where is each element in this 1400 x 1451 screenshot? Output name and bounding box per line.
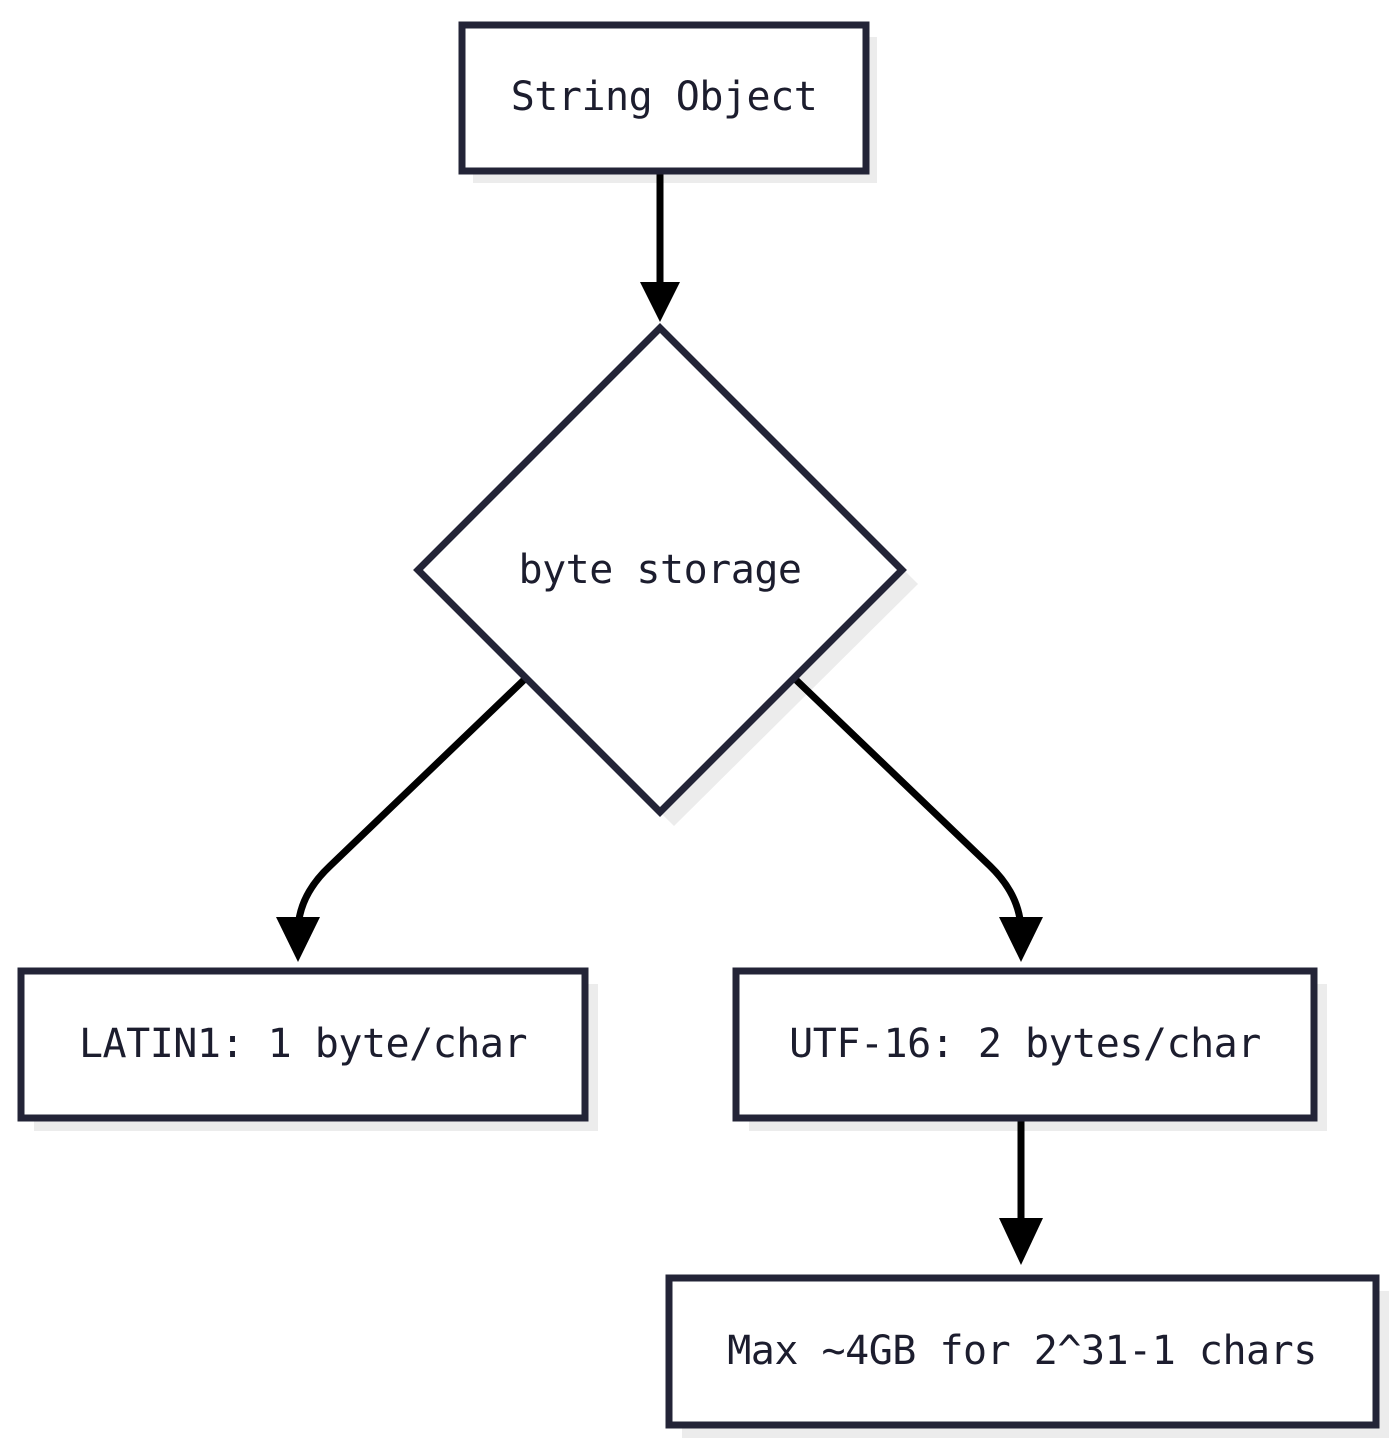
- node-string-object-label: String Object: [511, 74, 818, 120]
- node-byte-storage-label: byte storage: [519, 547, 802, 593]
- edge-byte-storage-to-utf16: [790, 674, 1043, 962]
- node-utf16[interactable]: UTF-16: 2 bytes/char: [732, 967, 1318, 1122]
- node-max-size-label: Max ~4GB for 2^31-1 chars: [727, 1328, 1317, 1374]
- node-utf16-label: UTF-16: 2 bytes/char: [789, 1021, 1261, 1067]
- edge-utf16-to-max-size: [999, 1117, 1043, 1265]
- node-latin1-label: LATIN1: 1 byte/char: [79, 1021, 527, 1067]
- edge-byte-storage-to-latin1: [276, 674, 530, 962]
- edge-string-object-to-byte-storage: [640, 172, 680, 322]
- node-max-size[interactable]: Max ~4GB for 2^31-1 chars: [665, 1274, 1380, 1429]
- node-latin1[interactable]: LATIN1: 1 byte/char: [17, 967, 589, 1122]
- node-string-object[interactable]: String Object: [458, 21, 870, 175]
- node-byte-storage[interactable]: byte storage: [413, 323, 907, 817]
